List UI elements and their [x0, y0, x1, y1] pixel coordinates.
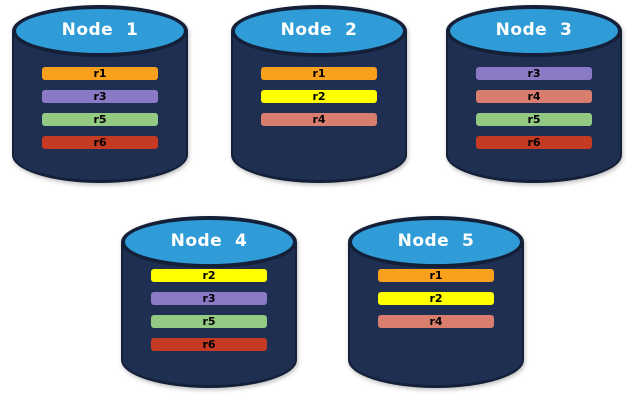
replica-list: r1 r2 r4 [378, 269, 494, 328]
replica-bar-r2: r2 [378, 292, 494, 305]
replica-list: r3 r4 r5 r6 [476, 67, 592, 149]
cylinder-top: Node 3 [446, 5, 622, 57]
replica-list: r1 r2 r4 [261, 67, 377, 126]
replica-bar-r6: r6 [151, 338, 267, 351]
node-title: Node 4 [170, 231, 248, 251]
replica-list: r2 r3 r5 r6 [151, 269, 267, 351]
replica-bar-r6: r6 [476, 136, 592, 149]
replica-bar-r2: r2 [261, 90, 377, 103]
node-title: Node 1 [61, 20, 139, 40]
replica-bar-r1: r1 [42, 67, 158, 80]
cylinder-top: Node 5 [348, 216, 524, 268]
replica-bar-r1: r1 [378, 269, 494, 282]
replica-bar-r5: r5 [476, 113, 592, 126]
replica-bar-r3: r3 [151, 292, 267, 305]
replica-bar-r4: r4 [476, 90, 592, 103]
replica-bar-r6: r6 [42, 136, 158, 149]
replica-bar-r2: r2 [151, 269, 267, 282]
database-node-1: Node 1 r1 r3 r5 r6 [12, 5, 188, 183]
replica-bar-r1: r1 [261, 67, 377, 80]
replica-bar-r3: r3 [476, 67, 592, 80]
cylinder-top: Node 4 [121, 216, 297, 268]
database-node-5: Node 5 r1 r2 r4 [348, 216, 524, 388]
replica-bar-r4: r4 [261, 113, 377, 126]
database-node-4: Node 4 r2 r3 r5 r6 [121, 216, 297, 388]
replica-list: r1 r3 r5 r6 [42, 67, 158, 149]
node-title: Node 2 [280, 20, 358, 40]
database-node-2: Node 2 r1 r2 r4 [231, 5, 407, 183]
replica-bar-r4: r4 [378, 315, 494, 328]
replica-bar-r5: r5 [42, 113, 158, 126]
node-title: Node 3 [495, 20, 573, 40]
node-title: Node 5 [397, 231, 475, 251]
database-node-3: Node 3 r3 r4 r5 r6 [446, 5, 622, 183]
cylinder-top: Node 2 [231, 5, 407, 57]
replica-bar-r5: r5 [151, 315, 267, 328]
replica-bar-r3: r3 [42, 90, 158, 103]
cylinder-top: Node 1 [12, 5, 188, 57]
